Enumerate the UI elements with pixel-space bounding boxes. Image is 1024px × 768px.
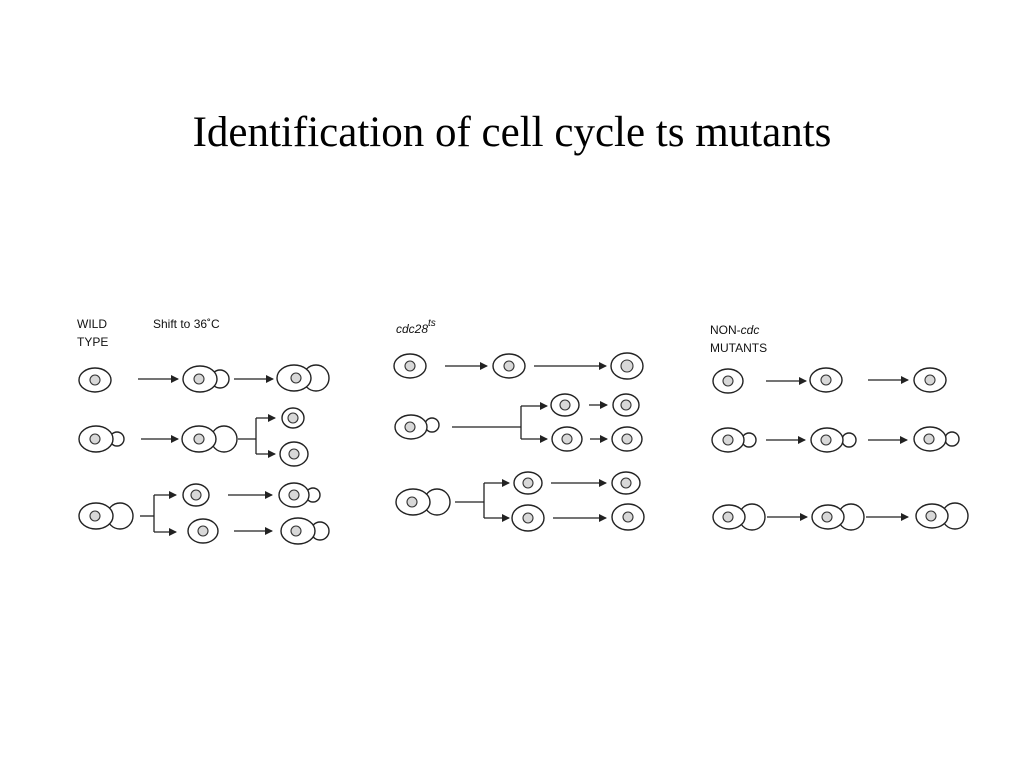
yeast-cell-budded: [711, 427, 757, 453]
shift-temperature-label: Shift to 36˚C: [153, 317, 220, 331]
yeast-cell-budded: [278, 482, 321, 508]
yeast-cell: [513, 471, 543, 495]
yeast-cell-large-bud: [276, 364, 330, 392]
yeast-cell: [611, 471, 641, 495]
wild-type-panel: [78, 364, 330, 545]
non-cdc-label-line1: NON-cdc: [710, 323, 759, 337]
yeast-cell-large-bud: [811, 503, 865, 531]
non-cdc-italic: cdc: [741, 323, 760, 337]
yeast-cell-budded: [280, 517, 330, 545]
yeast-cell: [511, 504, 545, 532]
yeast-cell-budded: [394, 414, 440, 440]
yeast-cell: [712, 368, 744, 394]
yeast-cell: [610, 352, 644, 380]
wild-type-label: WILD TYPE: [77, 317, 108, 349]
yeast-cell-large-bud: [915, 502, 969, 530]
non-cdc-label: NON-cdc MUTANTS: [710, 323, 767, 355]
wild-type-label-line2: TYPE: [77, 335, 108, 349]
wild-type-label-line1: WILD: [77, 317, 107, 331]
non-cdc-prefix: NON-: [710, 323, 741, 337]
cdc28-label-text: cdc28: [396, 322, 428, 336]
yeast-cell: [809, 367, 843, 393]
yeast-cell: [611, 503, 645, 531]
yeast-cell: [78, 367, 112, 393]
yeast-cell: [612, 393, 640, 417]
yeast-cell-budded: [78, 425, 125, 453]
yeast-cell: [492, 353, 526, 379]
yeast-cell: [281, 407, 305, 429]
cdc28-superscript: ts: [428, 318, 436, 329]
yeast-cell-large-bud: [181, 425, 238, 453]
slide-title: Identification of cell cycle ts mutants: [192, 109, 832, 156]
yeast-cell: [187, 518, 219, 544]
yeast-cell: [279, 441, 309, 467]
yeast-cell-budded: [810, 427, 857, 453]
yeast-cell-large-bud: [395, 488, 451, 516]
yeast-cell: [550, 393, 580, 417]
non-cdc-label-line2: MUTANTS: [710, 341, 767, 355]
yeast-cell: [611, 426, 643, 452]
yeast-cell-budded: [182, 365, 230, 393]
cdc28-label: cdc28ts: [396, 318, 436, 336]
yeast-cell: [393, 353, 427, 379]
cdc28-panel: [393, 352, 645, 532]
non-cdc-panel: [711, 367, 969, 531]
yeast-cell-large-bud: [78, 502, 134, 530]
yeast-cell: [913, 367, 947, 393]
yeast-cell: [182, 483, 210, 507]
yeast-cell: [551, 426, 583, 452]
yeast-cell-budded: [913, 426, 960, 452]
yeast-cell-large-bud: [712, 503, 766, 531]
